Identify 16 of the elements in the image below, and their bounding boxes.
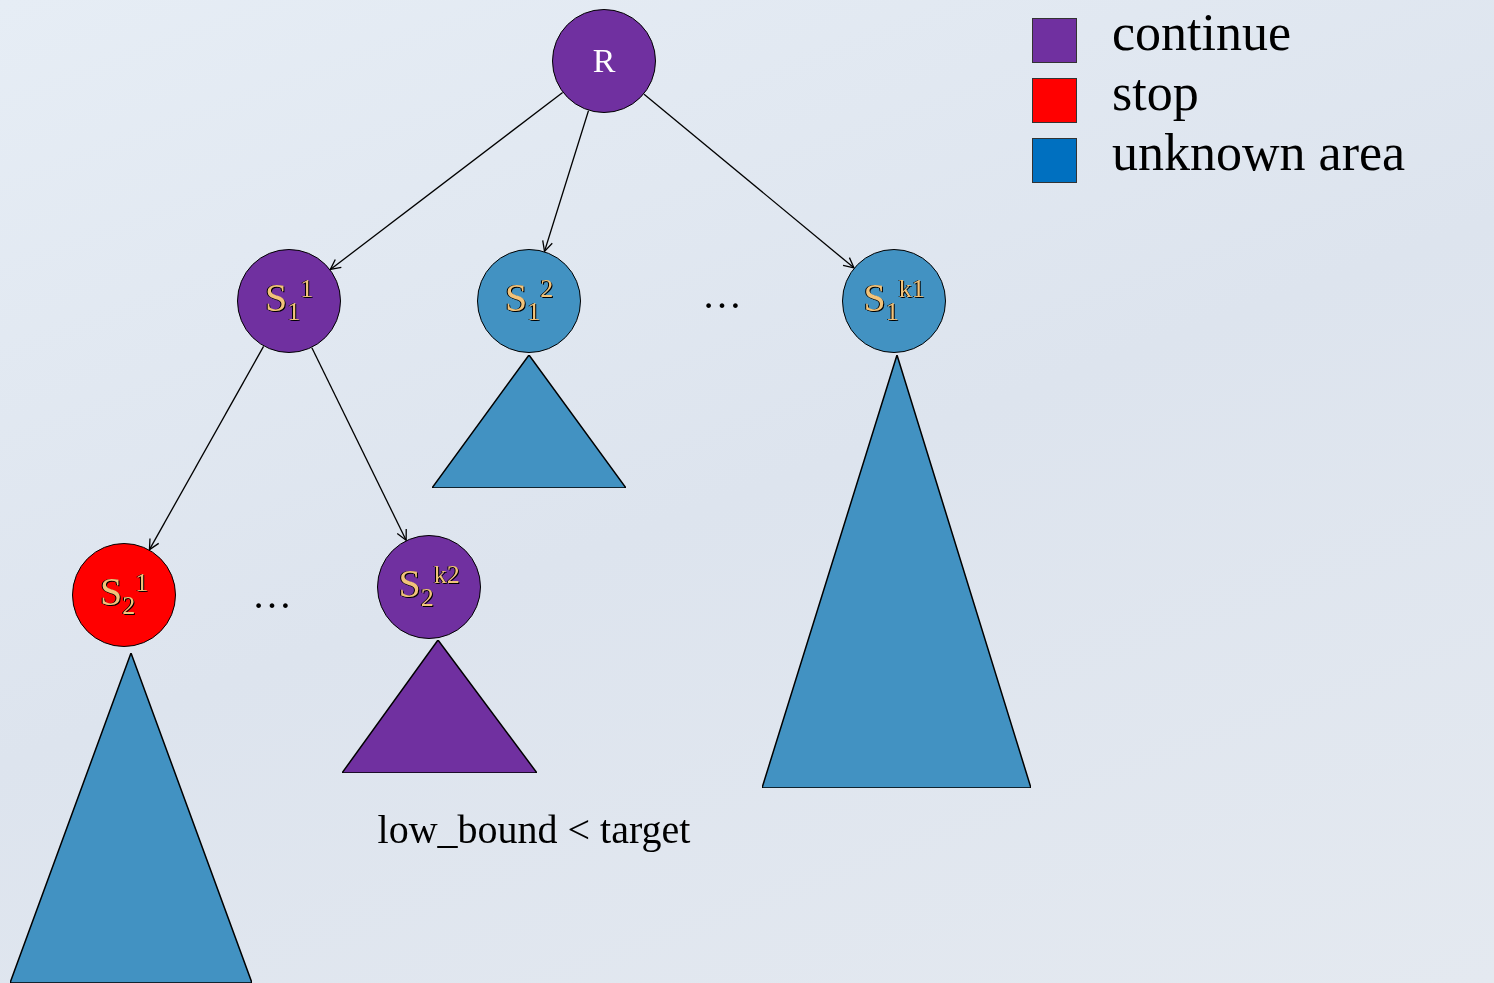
condition-text: low_bound < target <box>377 808 691 852</box>
subtree-triangle <box>342 640 537 773</box>
subtree-triangle <box>432 355 626 488</box>
ellipsis: … <box>252 573 292 617</box>
legend-label: unknown area <box>1112 123 1406 183</box>
subtree-triangle <box>762 355 1031 788</box>
arrow <box>329 91 564 271</box>
arrow <box>542 109 590 252</box>
legend-label: continue <box>1112 3 1292 63</box>
arrow <box>148 345 265 551</box>
arrow <box>643 93 855 269</box>
subtree-triangle <box>10 653 252 983</box>
arrow <box>311 347 407 541</box>
node-label: R <box>592 44 616 78</box>
ellipsis: … <box>702 273 742 317</box>
legend-label: stop <box>1112 63 1199 123</box>
